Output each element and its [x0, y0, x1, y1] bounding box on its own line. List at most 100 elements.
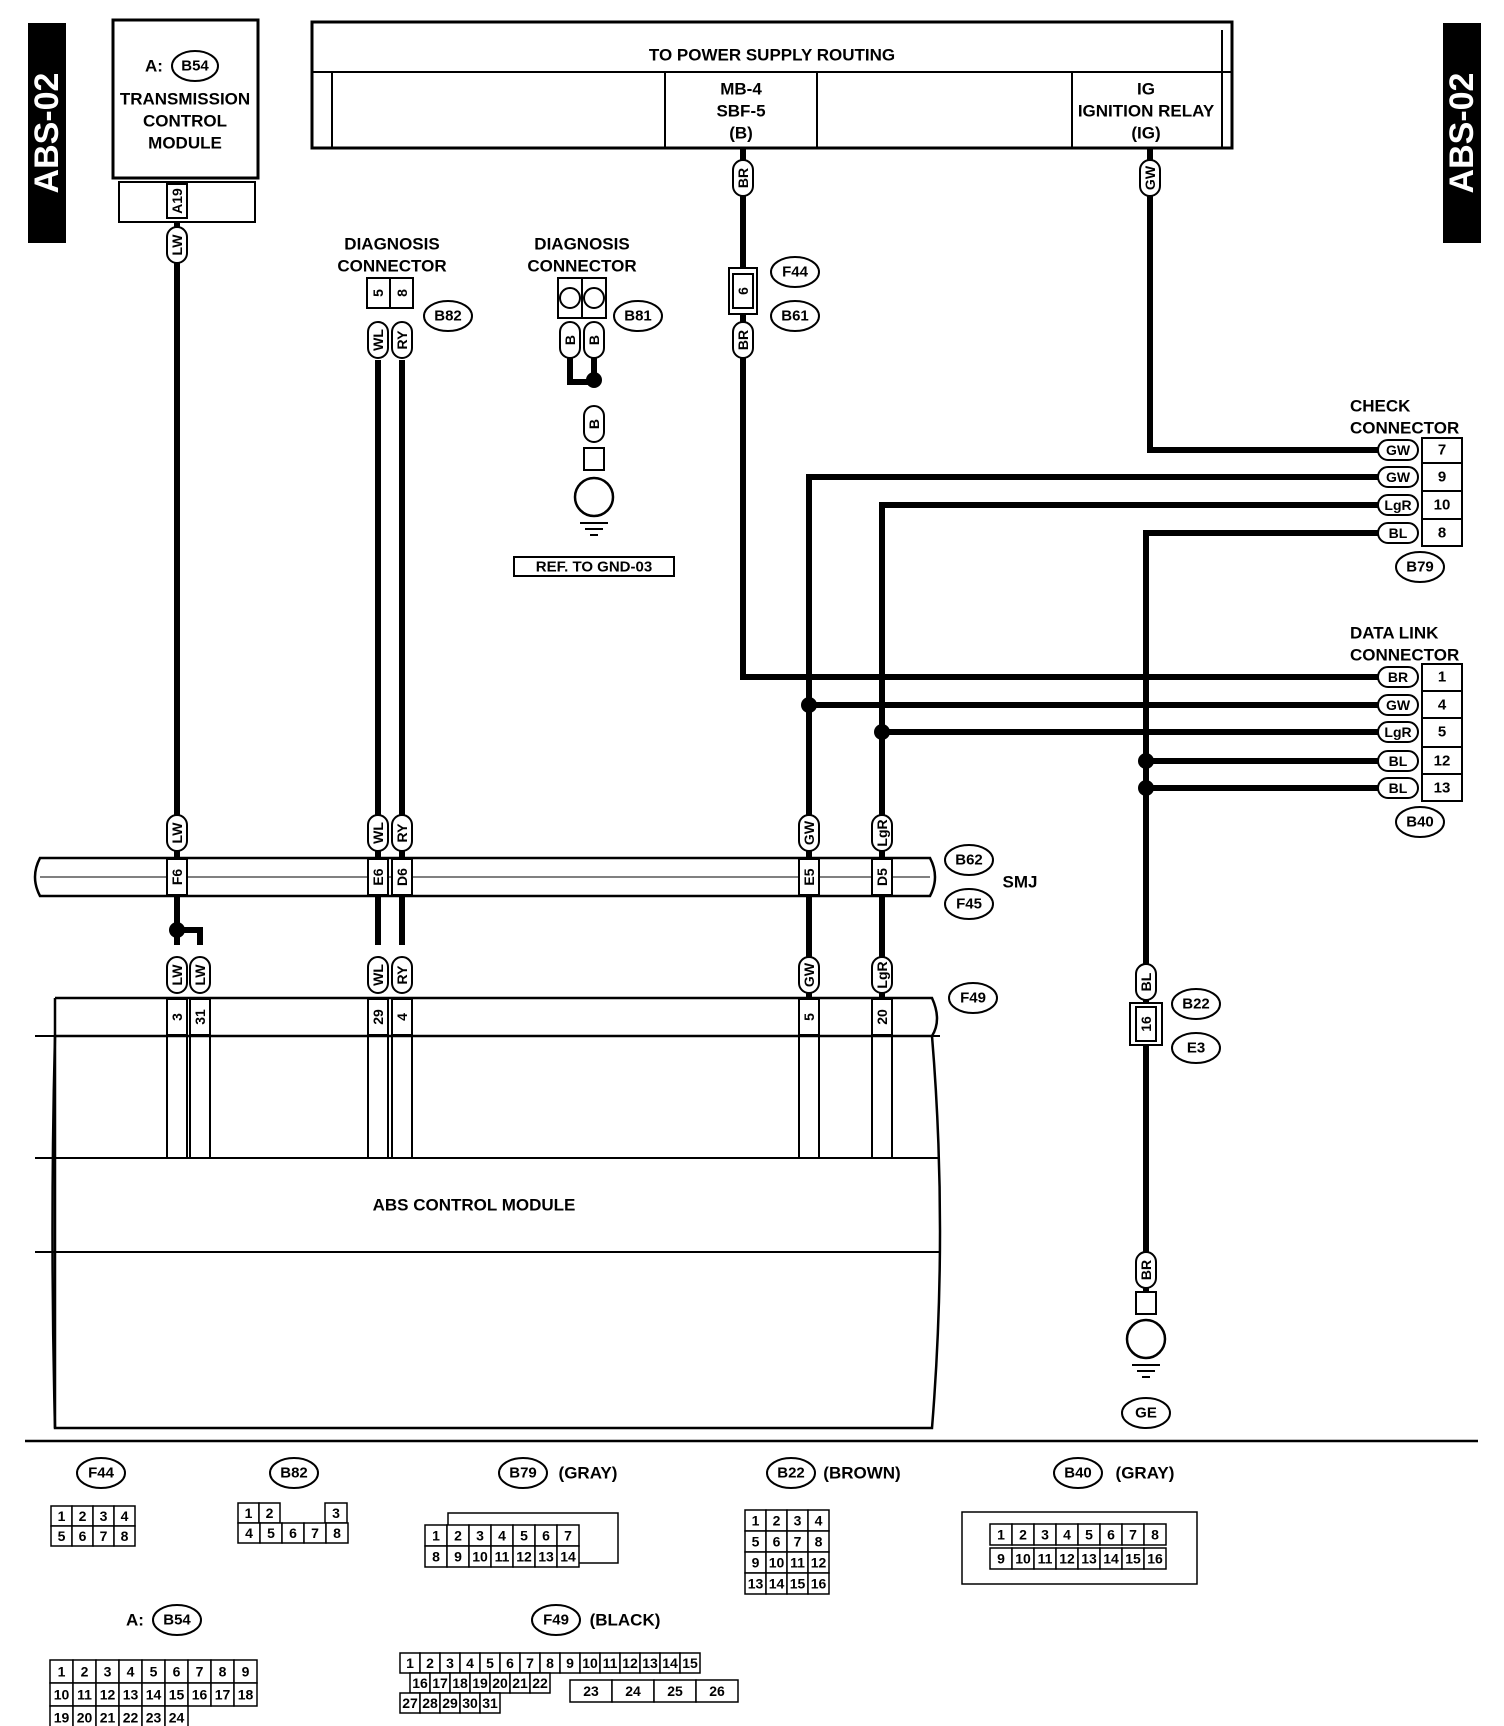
legend-f44-pin: 2 [79, 1508, 87, 1524]
dlc-wire-code-capsule [1377, 666, 1419, 688]
smj-wire-code: WL [370, 822, 386, 844]
legend-f49-pin: 3 [446, 1655, 454, 1671]
f44-connector-id: F44 [782, 264, 809, 281]
f49-pin-box [189, 998, 211, 1036]
legend-b22-id: B22 [777, 1465, 805, 1482]
legend-b40-pin: 3 [1041, 1527, 1049, 1543]
legend-b40-pin: 11 [1038, 1551, 1053, 1567]
legend-f49-pin: 18 [452, 1675, 468, 1691]
power-mb-line: SBF-5 [716, 102, 765, 121]
b81-name-line: CONNECTOR [527, 257, 636, 276]
b22-connector-id: B22 [1182, 996, 1210, 1013]
check-connector-id: B79 [1406, 559, 1434, 576]
ground-br-wire-code-capsule [1135, 1251, 1157, 1289]
legend-b79-id-oval [498, 1457, 548, 1489]
dlc-pin-number: 4 [1438, 697, 1447, 714]
check-name-line: CONNECTOR [1350, 419, 1459, 438]
legend-b40-pin: 13 [1081, 1551, 1097, 1567]
legend-b54-cell [164, 1705, 189, 1726]
legend-f44-pin: 4 [121, 1508, 129, 1524]
junction-b81 [586, 372, 602, 388]
legend-b54-id-oval [152, 1604, 202, 1636]
b82-wire-code-capsule [391, 321, 413, 359]
smj-pin-box [367, 858, 389, 896]
b82-connector-id-oval [423, 300, 473, 332]
ge-connector-id: GE [1135, 1405, 1157, 1422]
b81-name-line: DIAGNOSIS [534, 235, 629, 254]
f49-wire-code-capsule [798, 956, 820, 994]
f49-wire-code-capsule [871, 956, 893, 994]
tcm-connector-id-oval [171, 50, 219, 82]
ground-br-wire-code: BR [1138, 1260, 1154, 1280]
legend-f49-cell [529, 1672, 551, 1694]
dlc-wire-code-capsule [1377, 721, 1419, 743]
dlc-wire-code-capsule [1377, 777, 1419, 799]
legend-b40-pin: 16 [1147, 1551, 1163, 1567]
smj-pin: E5 [801, 868, 817, 885]
legend-b54-pin: 12 [100, 1687, 116, 1703]
check-wire-code-capsule [1377, 494, 1419, 516]
b81-wire-code: B [586, 335, 602, 345]
dlc-wire-code: LgR [1384, 724, 1411, 740]
legend-b79-pin: 4 [498, 1528, 506, 1544]
smj-wire-code-capsule [871, 814, 893, 852]
dlc-wire-code-capsule [1377, 694, 1419, 716]
legend-b22-pin: 5 [752, 1534, 760, 1550]
junction-gw [801, 697, 817, 713]
legend-f44-pin: 3 [100, 1508, 108, 1524]
legend-b54-id: B54 [163, 1612, 191, 1629]
legend-b79-pin: 7 [564, 1528, 572, 1544]
legend-b82-pin: 2 [266, 1505, 274, 1521]
junction-bl-12 [1138, 753, 1154, 769]
check-wire-code: LgR [1384, 497, 1411, 513]
smj-wire-code-capsule [166, 814, 188, 852]
legend-f49-pin: 17 [432, 1675, 448, 1691]
legend-b22-pin: 2 [773, 1513, 781, 1529]
legend-b54-pin: 5 [150, 1664, 158, 1680]
legend-f49-pin: 21 [512, 1675, 528, 1691]
legend-b54-pin: 17 [215, 1687, 231, 1703]
b22-pin-box [1135, 1006, 1157, 1042]
legend-b79-cell [556, 1545, 580, 1568]
legend-f49-pin: 2 [426, 1655, 434, 1671]
legend-b54-pin: 22 [123, 1710, 139, 1726]
legend-f49-pin: 29 [442, 1695, 458, 1711]
legend-b22-pin: 6 [773, 1534, 781, 1550]
smj-f45-id: F45 [956, 896, 982, 913]
legend-b79-pin: 2 [454, 1528, 462, 1544]
shapes [25, 18, 1481, 1726]
tcm-prefix: A: [145, 57, 163, 76]
power-ig-line: IG [1137, 80, 1155, 99]
legend-f49-pin: 12 [622, 1655, 638, 1671]
smj-b62-id: B62 [955, 852, 983, 869]
legend-b22-pin: 16 [811, 1576, 827, 1592]
legend-f49-pin: 1 [406, 1655, 414, 1671]
legend-f49-pin: 31 [482, 1695, 498, 1711]
legend-b40-pin: 8 [1151, 1527, 1159, 1543]
smj-pin: D5 [874, 868, 890, 886]
f49-wire-code: WL [370, 964, 386, 986]
legend-f49-pin: 16 [412, 1675, 428, 1691]
legend-b40-pin: 12 [1059, 1551, 1075, 1567]
dlc-wire-code-capsule [1377, 750, 1419, 772]
legend-b79-pin: 3 [476, 1528, 484, 1544]
power-br-wire-code: BR [735, 168, 751, 188]
legend-b54-pin: 13 [123, 1687, 139, 1703]
check-pin-number: 10 [1434, 497, 1451, 514]
legend-b82-pin: 5 [267, 1525, 275, 1541]
dlc-pin-number: 5 [1438, 724, 1446, 741]
tcm-name-line: TRANSMISSION [120, 90, 250, 109]
legend-b40-pin: 1 [997, 1527, 1005, 1543]
wire-lgr-check10 [879, 502, 1378, 1140]
legend-f44-pin: 8 [121, 1528, 129, 1544]
power-gw-wire-code-capsule [1139, 159, 1161, 197]
legend-b54-pin: 23 [146, 1710, 162, 1726]
f49-pin: 4 [394, 1013, 410, 1021]
legend-b40-id-oval [1053, 1457, 1103, 1489]
check-wire-code: GW [1386, 442, 1411, 458]
legend-b54-prefix: A: [126, 1611, 144, 1630]
b82-name-line: CONNECTOR [337, 257, 446, 276]
power-title: TO POWER SUPPLY ROUTING [649, 46, 895, 65]
legend-b79-pin: 12 [516, 1549, 532, 1565]
legend-b54-pin: 10 [54, 1687, 70, 1703]
